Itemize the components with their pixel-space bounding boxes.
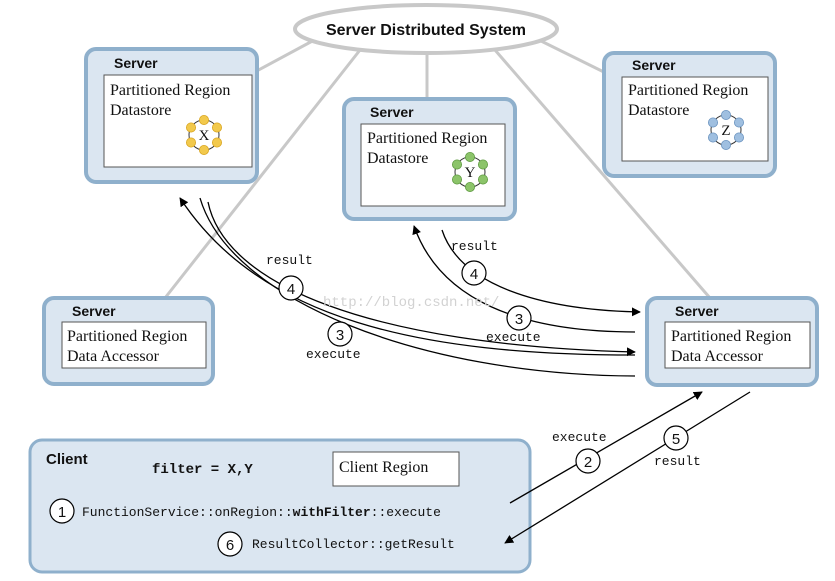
bucket-member-dot (708, 117, 719, 128)
server-accessor-left: Server Partitioned Region Data Accessor (42, 296, 215, 386)
network-line (493, 49, 712, 299)
step-marker: 6 (217, 531, 243, 557)
step-marker: 2 (575, 448, 601, 474)
result-arrow-from-y (441, 229, 641, 317)
bucket-member-dot (198, 144, 209, 155)
server-header: Server (72, 303, 116, 319)
step-marker: 5 (663, 425, 689, 451)
bucket-member-dot (211, 122, 222, 133)
region-label: Partitioned Region (110, 82, 230, 99)
step-marker: 4 (461, 260, 487, 286)
server-header: Server (370, 104, 414, 120)
function-call: FunctionService::onRegion::withFilter::e… (82, 505, 441, 520)
bucket-member-dot (464, 151, 475, 162)
step-number: 2 (584, 454, 592, 471)
bucket-letter: Z (721, 123, 730, 139)
bucket-member-dot (733, 132, 744, 143)
result-label-client: result (654, 454, 701, 469)
distributed-system-ellipse: Server Distributed System (293, 3, 559, 55)
bucket-member-dot (733, 117, 744, 128)
client-box: Client filter = X,Y Client Region Functi… (28, 438, 532, 574)
bucket-z-icon: Z (708, 110, 744, 150)
server-datastore-y: Server Partitioned Region Datastore Y (342, 97, 517, 221)
result-label-center: result (451, 239, 498, 254)
region-type-label: Datastore (110, 102, 171, 119)
region-type-label: Data Accessor (67, 348, 160, 365)
bucket-member-dot (186, 137, 197, 148)
server-header: Server (675, 303, 719, 319)
step-number: 4 (470, 266, 478, 283)
step-number: 5 (672, 431, 680, 448)
step-marker: 3 (506, 305, 532, 331)
step-number: 6 (226, 537, 234, 554)
bucket-member-dot (452, 174, 463, 185)
execute-label-client: execute (552, 430, 607, 445)
server-datastore-x: Server Partitioned Region Datastore X (84, 47, 259, 184)
region-label: Partitioned Region (367, 130, 487, 147)
step-number: 1 (58, 504, 66, 521)
bucket-x-icon: X (186, 115, 222, 155)
region-label: Partitioned Region (671, 328, 791, 345)
bucket-letter: X (199, 128, 210, 144)
bucket-member-dot (721, 110, 732, 121)
client-header: Client (46, 451, 88, 468)
bucket-letter: Y (465, 165, 476, 181)
server-datastore-z: Server Partitioned Region Datastore Z (602, 51, 777, 178)
step-number: 3 (336, 327, 344, 344)
region-type-label: Data Accessor (671, 348, 764, 365)
filter-label: filter = X,Y (152, 462, 253, 478)
bucket-member-dot (186, 122, 197, 133)
region-type-label: Datastore (628, 102, 689, 119)
region-type-label: Datastore (367, 150, 428, 167)
result-label-left: result (266, 253, 313, 268)
execute-label-center: execute (486, 330, 541, 345)
bucket-y-icon: Y (452, 151, 488, 192)
server-accessor-right: Server Partitioned Region Data Accessor (645, 296, 819, 387)
execute-label-left: execute (306, 347, 361, 362)
bucket-member-dot (721, 139, 732, 150)
step-marker: 4 (278, 275, 304, 301)
network-line (163, 49, 362, 299)
result-arrow-client (504, 391, 751, 544)
execute-arrow-left (207, 201, 636, 357)
result-collector-call: ResultCollector::getResult (252, 537, 455, 552)
execute-arrow-to-y (412, 225, 636, 333)
bucket-member-dot (464, 181, 475, 192)
execute-arrow-client (509, 391, 703, 504)
step-number: 4 (287, 281, 295, 298)
bucket-member-dot (211, 137, 222, 148)
watermark-text: http://blog.csdn.net/ (323, 295, 499, 311)
region-label: Partitioned Region (67, 328, 187, 345)
step-marker: 3 (327, 321, 353, 347)
server-header: Server (114, 55, 158, 71)
server-header: Server (632, 57, 676, 73)
result-arrow-to-x (179, 197, 636, 356)
step-marker: 1 (49, 498, 75, 524)
client-region-label: Client Region (339, 459, 428, 476)
bucket-member-dot (198, 115, 209, 126)
bucket-member-dot (477, 174, 488, 185)
bucket-member-dot (452, 159, 463, 170)
bucket-member-dot (477, 159, 488, 170)
region-label: Partitioned Region (628, 82, 748, 99)
step-number: 3 (515, 311, 523, 328)
client-region-box (332, 451, 460, 487)
system-title: Server Distributed System (326, 22, 526, 39)
bucket-member-dot (708, 132, 719, 143)
